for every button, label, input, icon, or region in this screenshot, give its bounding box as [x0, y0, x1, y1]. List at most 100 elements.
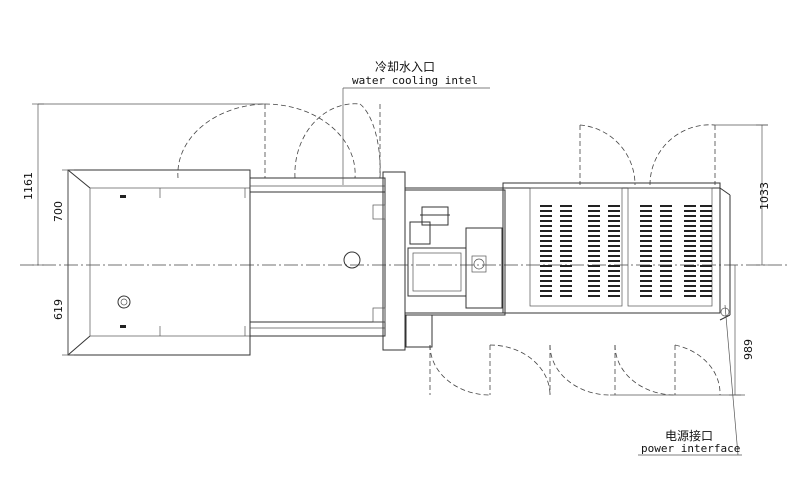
vent-slot — [588, 230, 600, 232]
vent-slot — [540, 220, 552, 222]
vent-slot — [700, 255, 712, 257]
vent-slot — [588, 275, 600, 277]
bolt-marker — [120, 325, 126, 328]
vent-slot — [540, 240, 552, 242]
vent-slot — [660, 290, 672, 292]
vent-slot — [700, 270, 712, 272]
vent-slot — [560, 205, 572, 207]
vent-slot — [640, 245, 652, 247]
vent-slot — [684, 215, 696, 217]
vent-slot — [608, 285, 620, 287]
vent-slot — [588, 290, 600, 292]
vent-slot — [684, 250, 696, 252]
vent-slot — [640, 230, 652, 232]
vent-slot — [540, 265, 552, 267]
vent-slot — [588, 220, 600, 222]
vent-slot — [608, 275, 620, 277]
dimension-right — [610, 124, 768, 396]
vent-slot — [640, 280, 652, 282]
vent-slot — [588, 270, 600, 272]
vent-slot — [684, 275, 696, 277]
vent-slot — [640, 235, 652, 237]
vent-slot — [588, 285, 600, 287]
drain-port-icon — [117, 295, 131, 309]
dimension-left — [32, 103, 265, 356]
vent-slot — [560, 260, 572, 262]
vent-slot — [700, 290, 712, 292]
vent-slot — [700, 210, 712, 212]
vent-slot — [700, 280, 712, 282]
vent-slot — [588, 245, 600, 247]
vent-slot — [560, 270, 572, 272]
vent-slot — [700, 245, 712, 247]
power-leader — [724, 304, 739, 456]
vent-slot — [608, 225, 620, 227]
vent-slot — [684, 295, 696, 297]
vent-slot — [640, 225, 652, 227]
vent-slot — [684, 225, 696, 227]
vent-slot — [608, 290, 620, 292]
power-label-en: power interface — [641, 442, 740, 455]
vent-slot — [640, 295, 652, 297]
vent-slot — [660, 255, 672, 257]
vent-slot — [588, 225, 600, 227]
vent-slot — [700, 205, 712, 207]
vent-slot — [560, 225, 572, 227]
vent-slot — [540, 215, 552, 217]
vent-slot — [640, 265, 652, 267]
vent-slot — [560, 285, 572, 287]
vent-slot — [560, 290, 572, 292]
vent-slot — [608, 210, 620, 212]
vent-slot — [560, 280, 572, 282]
vent-slot — [588, 295, 600, 297]
vent-slot — [640, 290, 652, 292]
vent-slot — [560, 275, 572, 277]
vent-slot — [684, 290, 696, 292]
vent-slot — [560, 215, 572, 217]
vent-slot — [684, 220, 696, 222]
vent-slot — [560, 210, 572, 212]
vent-slot — [660, 250, 672, 252]
vent-slot — [684, 245, 696, 247]
water-inlet-label-cn: 冷却水入口 — [375, 60, 435, 74]
dim-989: 989 — [742, 339, 755, 360]
vent-slot — [540, 235, 552, 237]
vent-slot — [684, 210, 696, 212]
vent-slot — [560, 295, 572, 297]
vent-slot — [540, 295, 552, 297]
vent-slot — [608, 255, 620, 257]
vent-slot — [608, 270, 620, 272]
vent-slot — [660, 265, 672, 267]
vent-slot — [700, 240, 712, 242]
vent-slot — [608, 235, 620, 237]
dim-1161: 1161 — [22, 172, 35, 200]
vent-slot — [540, 280, 552, 282]
vent-slot — [560, 255, 572, 257]
vent-slot — [588, 235, 600, 237]
vent-slot — [700, 220, 712, 222]
vent-slot — [640, 205, 652, 207]
door-swing-arcs-top-right — [579, 124, 716, 186]
vent-slot — [608, 245, 620, 247]
vent-slot — [608, 240, 620, 242]
vent-slot — [540, 245, 552, 247]
vent-slot — [540, 255, 552, 257]
vent-slot — [660, 235, 672, 237]
vent-slot — [684, 255, 696, 257]
cooling-vent-louvers — [540, 205, 712, 297]
vent-slot — [660, 240, 672, 242]
vent-slot — [588, 265, 600, 267]
vent-slot — [540, 225, 552, 227]
vent-slot — [660, 220, 672, 222]
vent-slot — [540, 250, 552, 252]
pump-motor-assembly — [404, 189, 506, 348]
vent-slot — [684, 235, 696, 237]
vent-slot — [540, 205, 552, 207]
vent-slot — [640, 220, 652, 222]
vent-slot — [700, 275, 712, 277]
vent-slot — [608, 260, 620, 262]
vent-slot — [540, 285, 552, 287]
vent-slot — [684, 240, 696, 242]
vent-slot — [588, 255, 600, 257]
cross-plate — [382, 171, 406, 351]
